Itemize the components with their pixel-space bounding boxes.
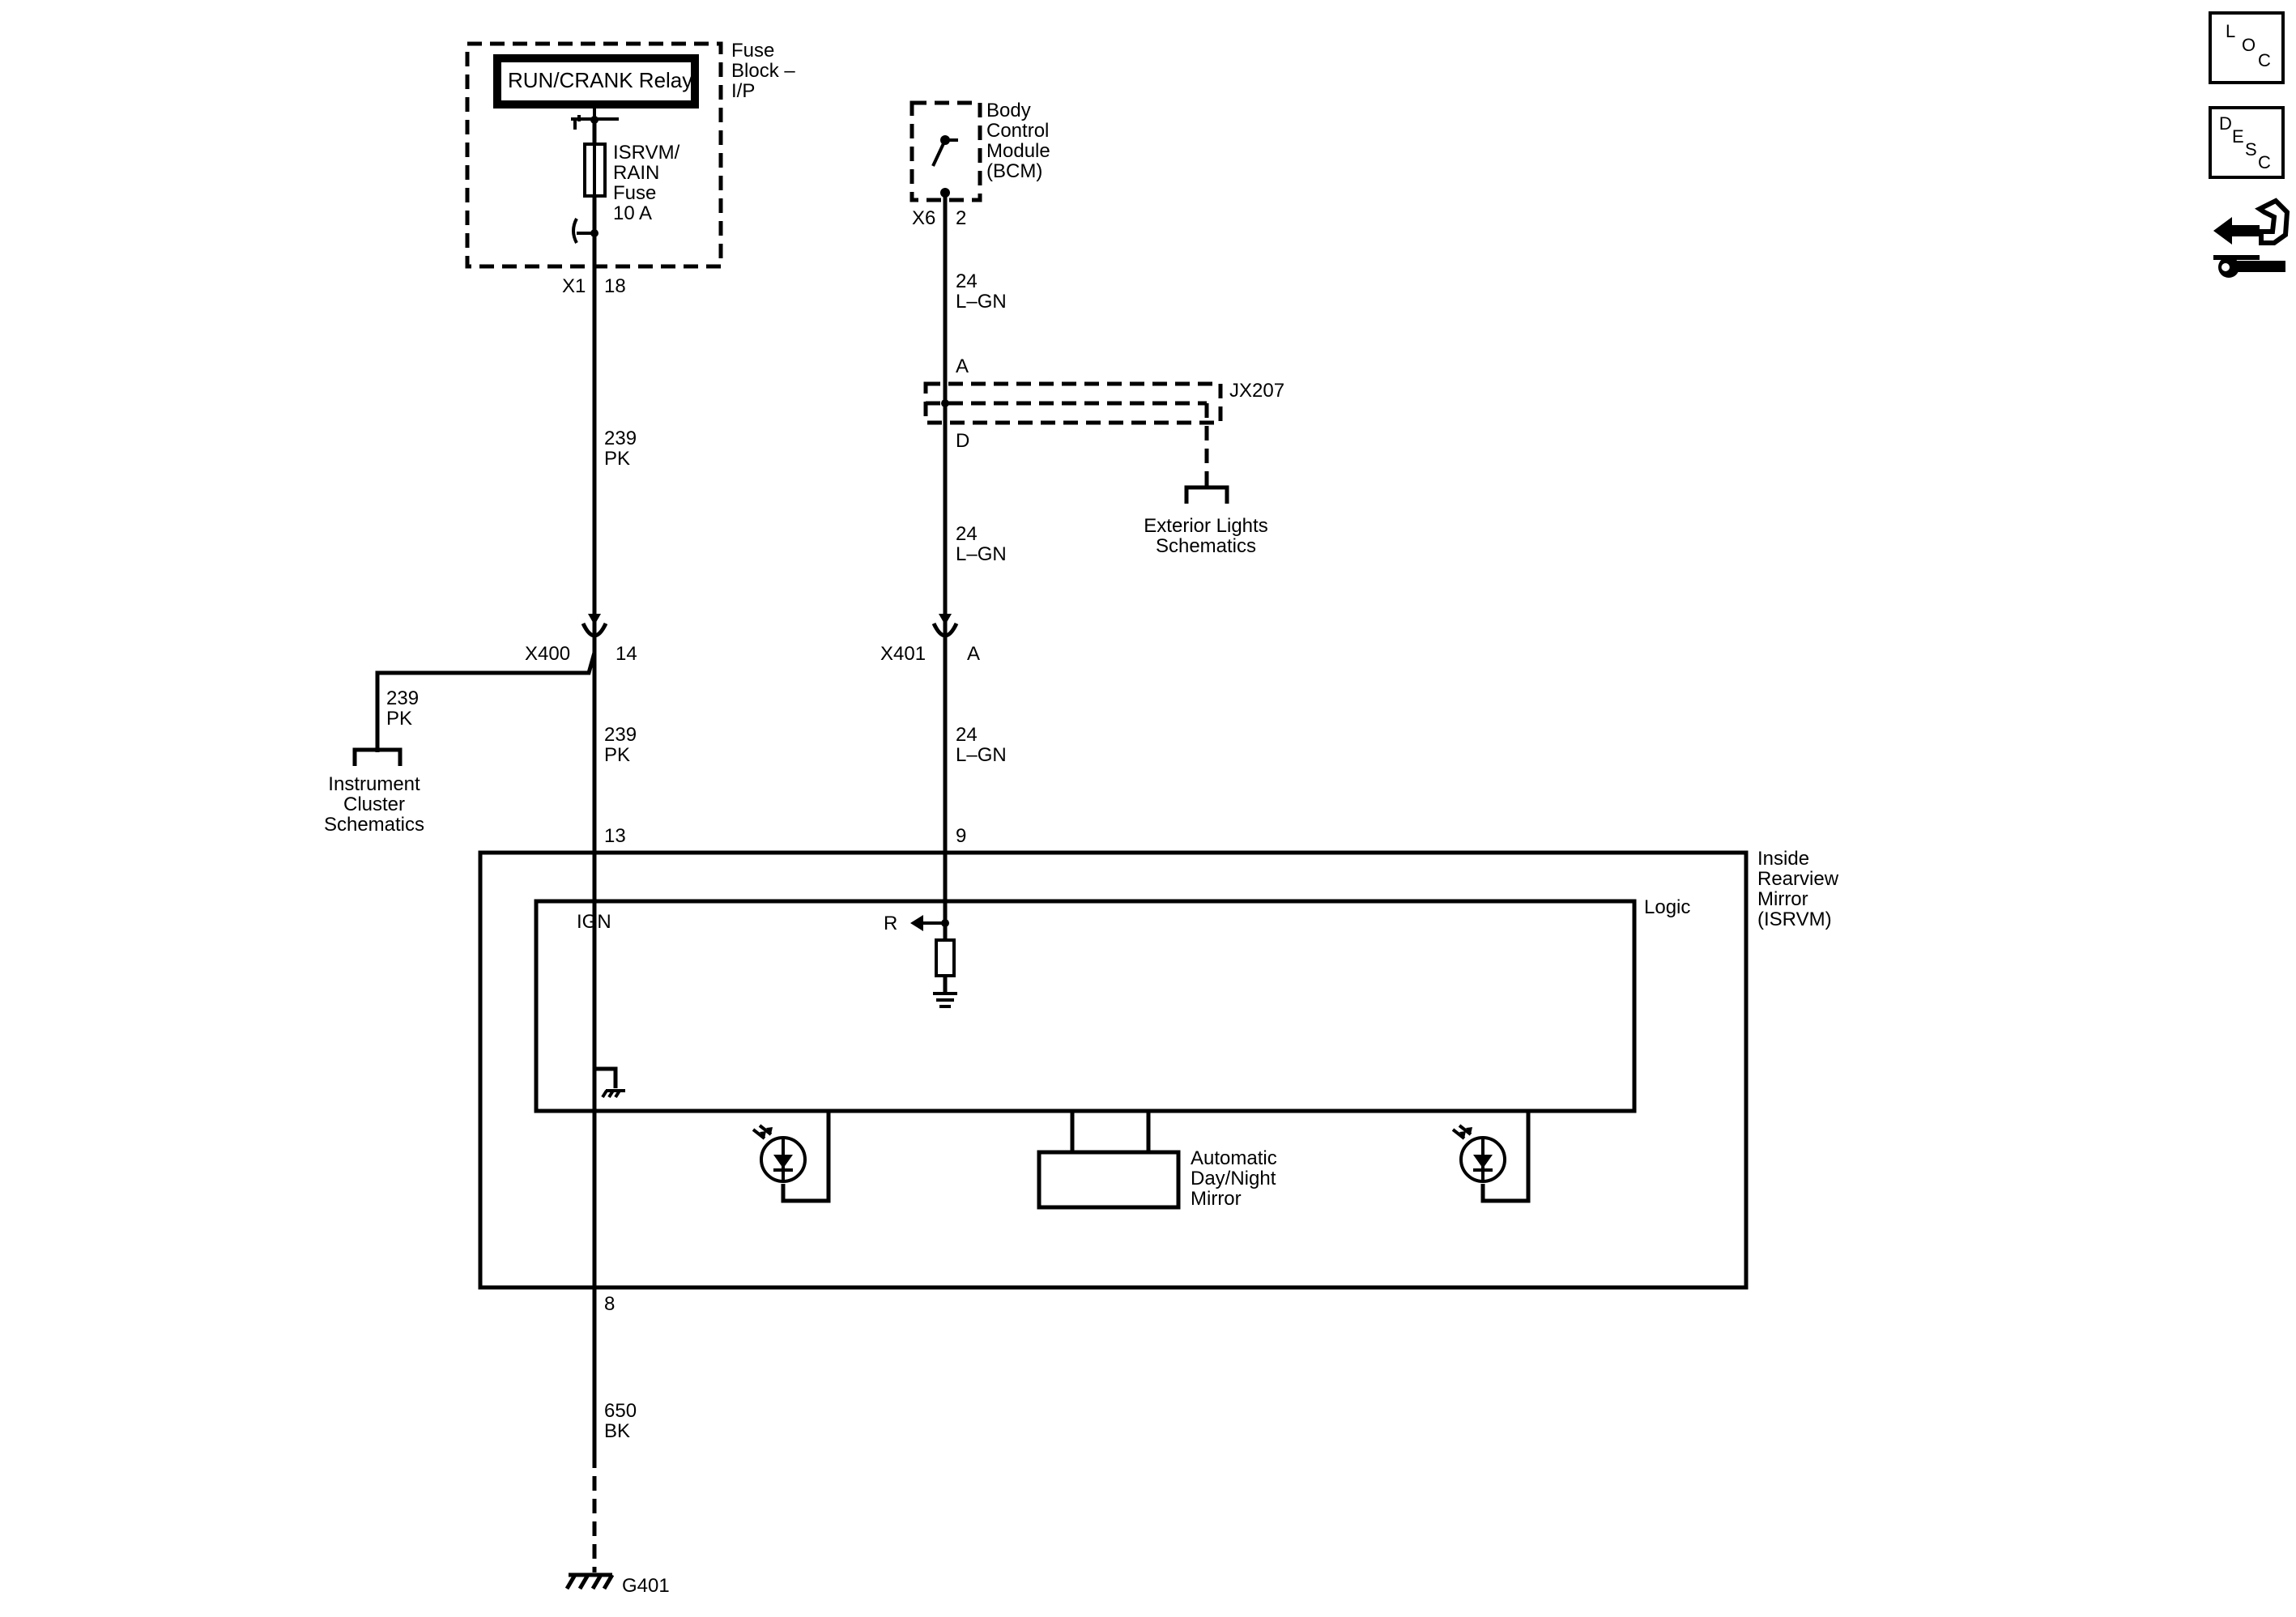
- wire-239-low-circuit: 239: [604, 724, 637, 746]
- instrument-cluster-ref-line3: Schematics: [324, 814, 424, 836]
- bcm-title-line3: Module: [986, 140, 1050, 162]
- wire-650-circuit: 650: [604, 1400, 637, 1422]
- mirror-title-line1: Inside: [1757, 848, 1809, 870]
- mirror-outline: [478, 850, 1749, 1290]
- connector-x401: X401 A: [880, 614, 980, 665]
- exterior-lights-ref-line2: Schematics: [1156, 535, 1256, 557]
- fuse-out-pin: 18: [604, 275, 626, 297]
- x401-name: X401: [880, 643, 926, 665]
- fuse-label-line3: Fuse: [613, 182, 656, 204]
- relay-label: RUN/CRANK Relay: [508, 68, 692, 92]
- ign-label: IGN: [577, 911, 611, 933]
- wire-239-top-color: PK: [604, 448, 630, 470]
- loc-letter-3: C: [2258, 50, 2271, 70]
- desc-letter-2: E: [2232, 126, 2244, 147]
- ground-g401: G401: [564, 1572, 670, 1597]
- wire-239-branch-color: PK: [386, 708, 412, 730]
- x400-pin: 14: [616, 643, 637, 665]
- mirror-title-line2: Rearview: [1757, 868, 1839, 890]
- logic-label: Logic: [1644, 896, 1690, 918]
- ground-name: G401: [622, 1575, 670, 1597]
- wire-24-mid-circuit: 24: [956, 523, 978, 545]
- auto-mirror-line1: Automatic: [1191, 1147, 1277, 1169]
- wire-24-mid-color: L–GN: [956, 543, 1007, 565]
- wire-24-top-circuit: 24: [956, 270, 978, 292]
- mirror-title-line4: (ISRVM): [1757, 908, 1832, 930]
- logic-ground-symbol: [933, 992, 957, 1008]
- wire-24-low-color: L–GN: [956, 744, 1007, 766]
- fuse-label-line4: 10 A: [613, 202, 652, 224]
- photo-sensor-right: [1451, 1111, 1531, 1203]
- fuse-out-connector: X1: [562, 275, 586, 297]
- instrument-cluster-ref-line1: Instrument: [328, 773, 420, 795]
- instrument-cluster-ref-symbol: [352, 747, 403, 766]
- splice-pin-out: D: [956, 430, 969, 452]
- auto-mirror-line3: Mirror: [1191, 1188, 1242, 1210]
- wire-24-top-color: L–GN: [956, 291, 1007, 313]
- splice-name: JX207: [1229, 380, 1284, 402]
- splice-pin-in: A: [956, 355, 969, 377]
- wire-239-branch-circuit: 239: [386, 687, 419, 709]
- connector-x400: X400 14: [525, 614, 637, 665]
- mirror-pin-gnd: 8: [604, 1293, 615, 1315]
- fuse-block-title-line2: Block –: [731, 60, 795, 82]
- loc-letter-1: L: [2226, 21, 2235, 41]
- bcm-title-line1: Body: [986, 100, 1031, 121]
- wire-239-top-circuit: 239: [604, 428, 637, 449]
- bcm-outline: [909, 100, 982, 202]
- fuse-label-line2: RAIN: [613, 162, 659, 184]
- fuse-label-line1: ISRVM/: [613, 142, 680, 164]
- auto-mirror-line2: Day/Night: [1191, 1168, 1276, 1189]
- isrvm-rain-fuse: [583, 143, 607, 198]
- fuse-block: Fuse Block – I/P RUN/CRANK Relay ISRVM/ …: [465, 40, 795, 269]
- desc-button[interactable]: D E S C: [2209, 106, 2285, 179]
- wire-24-low-circuit: 24: [956, 724, 978, 746]
- fuse-block-title-line3: I/P: [731, 80, 755, 102]
- fuse-block-title-line1: Fuse: [731, 40, 774, 62]
- inside-rearview-mirror: Inside Rearview Mirror (ISRVM) Logic IGN…: [478, 848, 1839, 1290]
- exterior-lights-ref-symbol: [1184, 485, 1229, 504]
- pull-down-resistor: [935, 938, 956, 977]
- x401-pin: A: [967, 643, 980, 665]
- instrument-cluster-ref-line2: Cluster: [343, 794, 405, 815]
- mirror-pin-r: 9: [956, 825, 966, 847]
- wire-239-branch: [375, 652, 597, 752]
- loc-button[interactable]: L O C: [2209, 11, 2285, 84]
- desc-letter-1: D: [2219, 113, 2232, 134]
- mirror-pin-ign: 13: [604, 825, 626, 847]
- connector-wrench-icon[interactable]: [2213, 198, 2290, 278]
- internal-ground-symbol: [601, 1089, 625, 1099]
- photo-sensor-left: [752, 1111, 831, 1203]
- x400-name: X400: [525, 643, 570, 665]
- mirror-title-line3: Mirror: [1757, 888, 1808, 910]
- loc-letter-2: O: [2242, 35, 2256, 55]
- logic-module: [534, 899, 1637, 1113]
- run-crank-relay: RUN/CRANK Relay: [493, 54, 699, 109]
- exterior-lights-ref-line1: Exterior Lights: [1144, 515, 1267, 537]
- wire-239-low-color: PK: [604, 744, 630, 766]
- desc-letter-4: C: [2258, 152, 2271, 172]
- auto-day-night-mirror: [1037, 1111, 1181, 1210]
- r-label: R: [884, 913, 897, 934]
- bcm-title-line2: Control: [986, 120, 1049, 142]
- bcm-title-line4: (BCM): [986, 160, 1042, 182]
- bcm-connector: X6: [912, 207, 935, 229]
- bcm-pin: 2: [956, 207, 966, 229]
- wire-650-color: BK: [604, 1420, 630, 1442]
- body-control-module: Body Control Module (BCM): [909, 100, 1050, 202]
- desc-letter-3: S: [2245, 139, 2257, 160]
- splice-jx207: A JX207 D: [923, 355, 1284, 486]
